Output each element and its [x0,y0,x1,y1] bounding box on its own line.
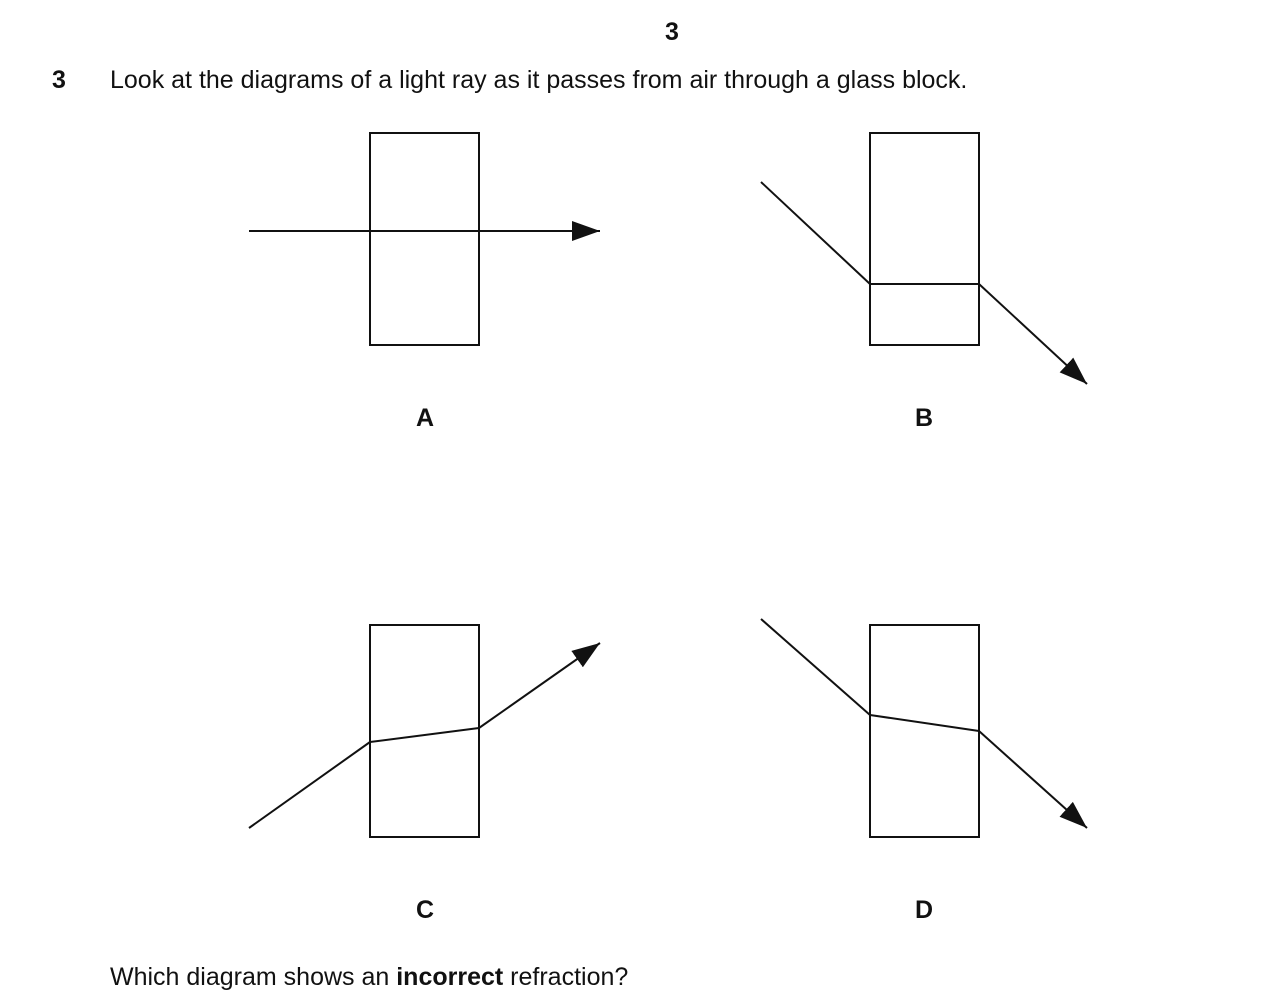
diagram-d [760,618,1088,838]
emergent-ray-b [978,283,1088,385]
diagram-label-a: A [415,404,435,432]
diagram-label-c: C [415,896,435,924]
emergent-ray-d [978,730,1088,829]
diagram-label-d: D [914,896,934,924]
diagram-label-b: B [914,404,934,432]
glass-block-c [369,624,480,838]
incident-ray-b [760,181,871,285]
incident-ray-d [760,618,871,716]
question-number: 3 [52,66,66,94]
prompt-text-after: refraction? [503,963,629,991]
internal-ray-d [869,714,980,732]
diagram-c [248,624,601,838]
page-number: 3 [665,18,679,46]
emergent-ray-c [478,642,601,729]
diagram-b [760,132,1088,385]
prompt-emphasis: incorrect [396,963,504,991]
question-text: Look at the diagrams of a light ray as i… [110,66,968,94]
glass-block-a [369,132,480,346]
prompt-text-before: Which diagram shows an [110,963,397,991]
diagram-a [249,132,600,346]
glass-block-b [869,132,980,346]
internal-ray-c [369,727,480,743]
incident-ray-c [248,741,371,829]
question-prompt: Which diagram shows an incorrect refract… [110,963,628,992]
glass-block-d [869,624,980,838]
